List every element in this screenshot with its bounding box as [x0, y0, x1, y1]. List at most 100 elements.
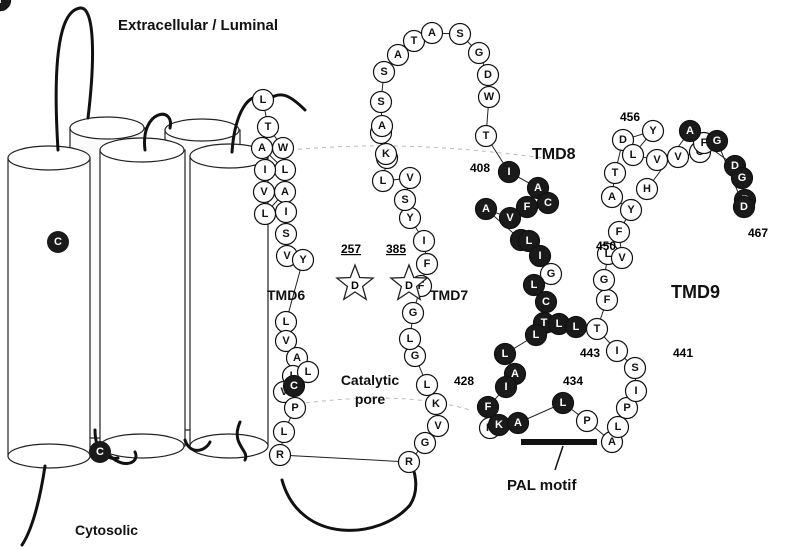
tmd8-label: TMD8	[532, 146, 576, 163]
residue-letter: D	[484, 69, 492, 81]
residue: D	[478, 65, 499, 86]
residue-letter: I	[507, 166, 510, 178]
residue-number-257: 257	[341, 242, 361, 256]
residue-letter: W	[484, 91, 495, 103]
helix-bundle	[8, 117, 268, 468]
residue: Y	[643, 121, 664, 142]
residue: I	[530, 246, 551, 267]
residue-letter: K	[432, 398, 440, 410]
residue-letter: A	[514, 417, 522, 429]
residue-letter: I	[538, 250, 541, 262]
residue-number-450: 450	[596, 239, 616, 253]
tmd7-label: TMD7	[430, 287, 468, 303]
residue: I	[626, 381, 647, 402]
catalytic-pore-label-2: pore	[355, 391, 386, 407]
residue-letter: K	[495, 419, 503, 431]
helix-cylinder-1-top	[8, 146, 90, 170]
residue: L	[623, 145, 644, 166]
residue: I	[607, 341, 628, 362]
residue: P	[285, 398, 306, 419]
residue-letter: P	[623, 402, 630, 414]
residue: S	[371, 92, 392, 113]
residue: Y	[293, 250, 314, 271]
residue-letter: V	[434, 420, 442, 432]
residue: H	[637, 179, 658, 200]
residue: S	[395, 190, 416, 211]
extracellular-label: Extracellular / Luminal	[118, 17, 278, 34]
residue: K	[489, 415, 510, 436]
residue: G	[469, 43, 490, 64]
residue: A	[602, 187, 623, 208]
residue: V	[254, 182, 275, 203]
residue: L	[608, 417, 629, 438]
residue-letter: P	[291, 402, 298, 414]
tmd6-label: TMD6	[267, 287, 305, 303]
residue-letter: I	[284, 206, 287, 218]
residue: L	[566, 317, 587, 338]
residue-letter: A	[428, 27, 436, 39]
residue-letter: A	[482, 203, 490, 215]
residue-letter: P	[583, 415, 590, 427]
residue: A	[680, 121, 701, 142]
cytosolic-label: Cytosolic	[75, 522, 138, 538]
residue: V	[428, 416, 449, 437]
residue-letter: V	[282, 335, 290, 347]
residue: W	[273, 138, 294, 159]
residue-letter: L	[556, 318, 563, 330]
residue-letter: D	[740, 201, 748, 213]
residue-number-408: 408	[470, 161, 490, 175]
residue-number-456: 456	[620, 110, 640, 124]
residue-letter: L	[305, 366, 312, 378]
residue-number-385: 385	[386, 242, 406, 256]
residue: I	[496, 377, 517, 398]
residue-letter: L	[630, 149, 637, 161]
residue-letter: S	[401, 194, 408, 206]
residue: I	[276, 202, 297, 223]
residue: V	[500, 208, 521, 229]
residue: K	[426, 394, 447, 415]
residue-letter: T	[411, 35, 418, 47]
residue-letter: V	[506, 212, 514, 224]
residue: C	[538, 193, 559, 214]
residue: L	[495, 344, 516, 365]
residue-letter: R	[405, 456, 413, 468]
residue: W	[479, 87, 500, 108]
residue: Y	[621, 200, 642, 221]
residue: L	[275, 160, 296, 181]
residue-letter: D	[619, 134, 627, 146]
residue: R	[399, 452, 420, 473]
residue-letter: F	[424, 258, 431, 270]
residue-letter: L	[424, 379, 431, 391]
residue-letter: R	[276, 449, 284, 461]
residue-letter: F	[485, 401, 492, 413]
residue-letter: G	[600, 274, 609, 286]
residue: F	[417, 254, 438, 275]
residue-letter: V	[406, 172, 414, 184]
residue-letter: Y	[299, 254, 307, 266]
residue-letter: I	[634, 385, 637, 397]
residue-letter: V	[653, 154, 661, 166]
residue: P	[577, 411, 598, 432]
residue: L	[274, 422, 295, 443]
residue: L	[417, 375, 438, 396]
residue: I	[0, 0, 11, 11]
tmd9-label: TMD9	[671, 282, 720, 302]
residue-letter: V	[260, 186, 268, 198]
residue-letter: T	[483, 130, 490, 142]
residue: G	[403, 303, 424, 324]
residue-letter: C	[544, 197, 552, 209]
residue: R	[270, 445, 291, 466]
residue: A	[422, 23, 443, 44]
residue: G	[594, 270, 615, 291]
residue: K	[376, 144, 397, 165]
residue-letter: S	[631, 362, 638, 374]
residue-letter: V	[674, 151, 682, 163]
residue: L	[526, 325, 547, 346]
residue-letter: A	[293, 352, 301, 364]
residue: S	[625, 358, 646, 379]
residue: F	[597, 290, 618, 311]
catalytic-aspartates: D D	[337, 265, 427, 299]
residue-letter: L	[260, 94, 267, 106]
residue-letter: F	[604, 294, 611, 306]
